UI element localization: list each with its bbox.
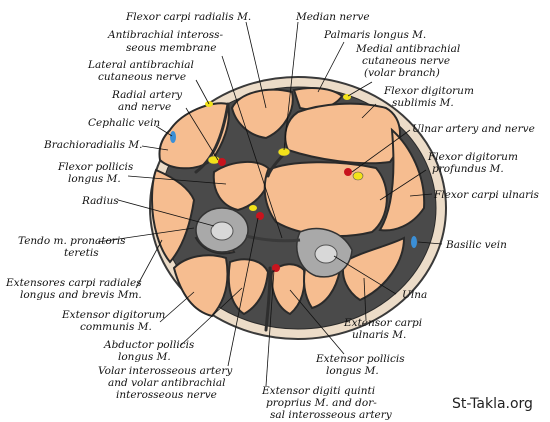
label-ulna: Ulna <box>402 289 427 301</box>
label-median-nerve: Median nerve <box>295 11 370 23</box>
label-palmaris-longus: Palmaris longus M. <box>323 29 426 41</box>
label-fdp-1: Flexor digitorum <box>427 151 518 163</box>
volar-interosseous-artery-marker <box>256 212 264 220</box>
label-pronator-2: teretis <box>64 247 99 259</box>
flexor-digitorum-profundus-muscle <box>263 161 388 238</box>
leader-cephalic <box>155 125 173 137</box>
leader-basilic <box>417 241 443 245</box>
label-basilic-vein: Basilic vein <box>445 239 507 251</box>
label-medial-antibrachial-3: (volar branch) <box>364 67 440 79</box>
leader-pronator <box>97 227 195 243</box>
leader-fdp <box>379 169 427 201</box>
leader-medial-antibrachial <box>347 81 373 97</box>
ulna-marrow <box>314 244 338 264</box>
radial-artery-marker <box>218 158 226 166</box>
label-cephalic-vein: Cephalic vein <box>88 117 160 129</box>
label-antibrachial-1: Antibrachial inteross- <box>107 29 224 41</box>
label-apl-2: longus M. <box>118 351 171 363</box>
label-medial-antibrachial-2: cutaneous nerve <box>362 55 450 67</box>
ulnar-nerve-marker <box>352 171 364 181</box>
leader-ecu <box>363 277 367 321</box>
extensor-carpi-radiales-muscle <box>150 168 196 264</box>
label-antibrachial-2: seous membrane <box>126 42 217 54</box>
extensor-carpi-ulnaris-muscle <box>342 236 406 302</box>
leader-apl <box>179 287 243 347</box>
label-ecr-1: Extensores carpi radiales <box>5 277 142 289</box>
leader-fpl <box>127 175 227 185</box>
leader-ulnar-artery <box>351 129 411 173</box>
leader-palmaris <box>317 41 345 93</box>
label-fpl-1: Flexor pollicis <box>57 161 134 173</box>
label-apl-1: Abductor pollicis <box>103 339 195 351</box>
label-ecr-2: longus and brevis Mm. <box>20 289 142 301</box>
label-pronator-1: Tendo m. pronatoris <box>18 235 126 247</box>
flexor-carpi-ulnaris-muscle <box>378 127 426 232</box>
cephalic-vein-marker <box>170 131 176 143</box>
leader-median-nerve <box>283 21 299 151</box>
label-epl-2: longus M. <box>326 365 379 377</box>
basilic-vein-marker <box>411 236 417 248</box>
label-radial-artery-2: and nerve <box>118 101 171 113</box>
label-medial-antibrachial-1: Medial antibrachial <box>355 43 460 55</box>
leader-epl <box>289 289 345 355</box>
label-ulnar-artery: Ulnar artery and nerve <box>412 123 535 135</box>
label-fds-1: Flexor digitorum <box>383 85 474 97</box>
fascial-septum-dorsal <box>264 266 272 332</box>
flexor-digitorum-sublimis-muscle <box>284 102 402 165</box>
label-ecu-2: ulnaris M. <box>352 329 406 341</box>
interosseous-membrane <box>245 234 301 243</box>
leader-volar-interosseous <box>227 217 259 367</box>
leader-ulna <box>333 255 397 295</box>
leader-flexor-carpi-radialis <box>245 21 267 109</box>
flexor-carpi-radialis-muscle <box>230 88 294 140</box>
extensor-digitorum-communis-muscle <box>172 254 229 318</box>
leader-edc <box>159 291 195 323</box>
leader-antibrachial <box>221 55 283 239</box>
leader-brachioradialis <box>141 145 169 151</box>
label-edc-2: communis M. <box>80 321 152 333</box>
leader-radius <box>117 199 215 227</box>
label-volar-1: Volar interosseous artery <box>98 365 233 377</box>
label-fdp-2: profundus M. <box>432 163 504 175</box>
fascial-septum-radial <box>194 102 230 174</box>
label-edq-2: proprius M. and dor- <box>266 397 377 409</box>
ulnar-artery-marker <box>344 168 352 176</box>
label-ecu-1: Extensor carpi <box>343 317 422 329</box>
label-edc-1: Extensor digitorum <box>61 309 165 321</box>
leader-lateral-antibrachial <box>195 79 210 105</box>
leader-ecr <box>135 239 163 289</box>
label-radius: Radius <box>81 195 119 207</box>
watermark: St-Takla.org <box>452 396 533 412</box>
label-flexor-carpi-ulnaris: Flexor carpi ulnaris <box>433 189 540 201</box>
leader-fds <box>361 103 377 119</box>
label-flexor-carpi-radialis: Flexor carpi radialis M. <box>125 11 251 23</box>
dorsal-interosseous-artery-marker <box>272 264 280 272</box>
label-brachioradialis: Brachioradialis M. <box>43 139 142 151</box>
abductor-pollicis-longus-muscle <box>227 258 270 316</box>
label-fds-2: sublimis M. <box>392 97 454 109</box>
radius-marrow <box>210 221 234 241</box>
label-edq-3: sal interosseous artery <box>270 409 393 421</box>
label-lateral-antibrachial-1: Lateral antibrachial <box>87 59 194 71</box>
leader-fcu <box>409 193 433 197</box>
label-edq-1: Extensor digiti quinti <box>261 385 375 397</box>
label-lateral-antibrachial-2: cutaneous nerve <box>98 71 186 83</box>
label-fpl-2: longus M. <box>68 173 121 185</box>
flexor-pollicis-longus-muscle <box>212 160 272 212</box>
leader-radial-artery <box>185 107 219 161</box>
label-volar-2: and volar antibrachial <box>108 377 226 389</box>
extensor-pollicis-longus-muscle <box>270 263 306 316</box>
label-radial-artery-1: Radial artery <box>111 89 183 101</box>
label-epl-1: Extensor pollicis <box>315 353 405 365</box>
leader-edq <box>265 269 275 387</box>
volar-interosseous-nerve-marker <box>249 205 257 211</box>
label-volar-3: interosseous nerve <box>116 389 217 401</box>
